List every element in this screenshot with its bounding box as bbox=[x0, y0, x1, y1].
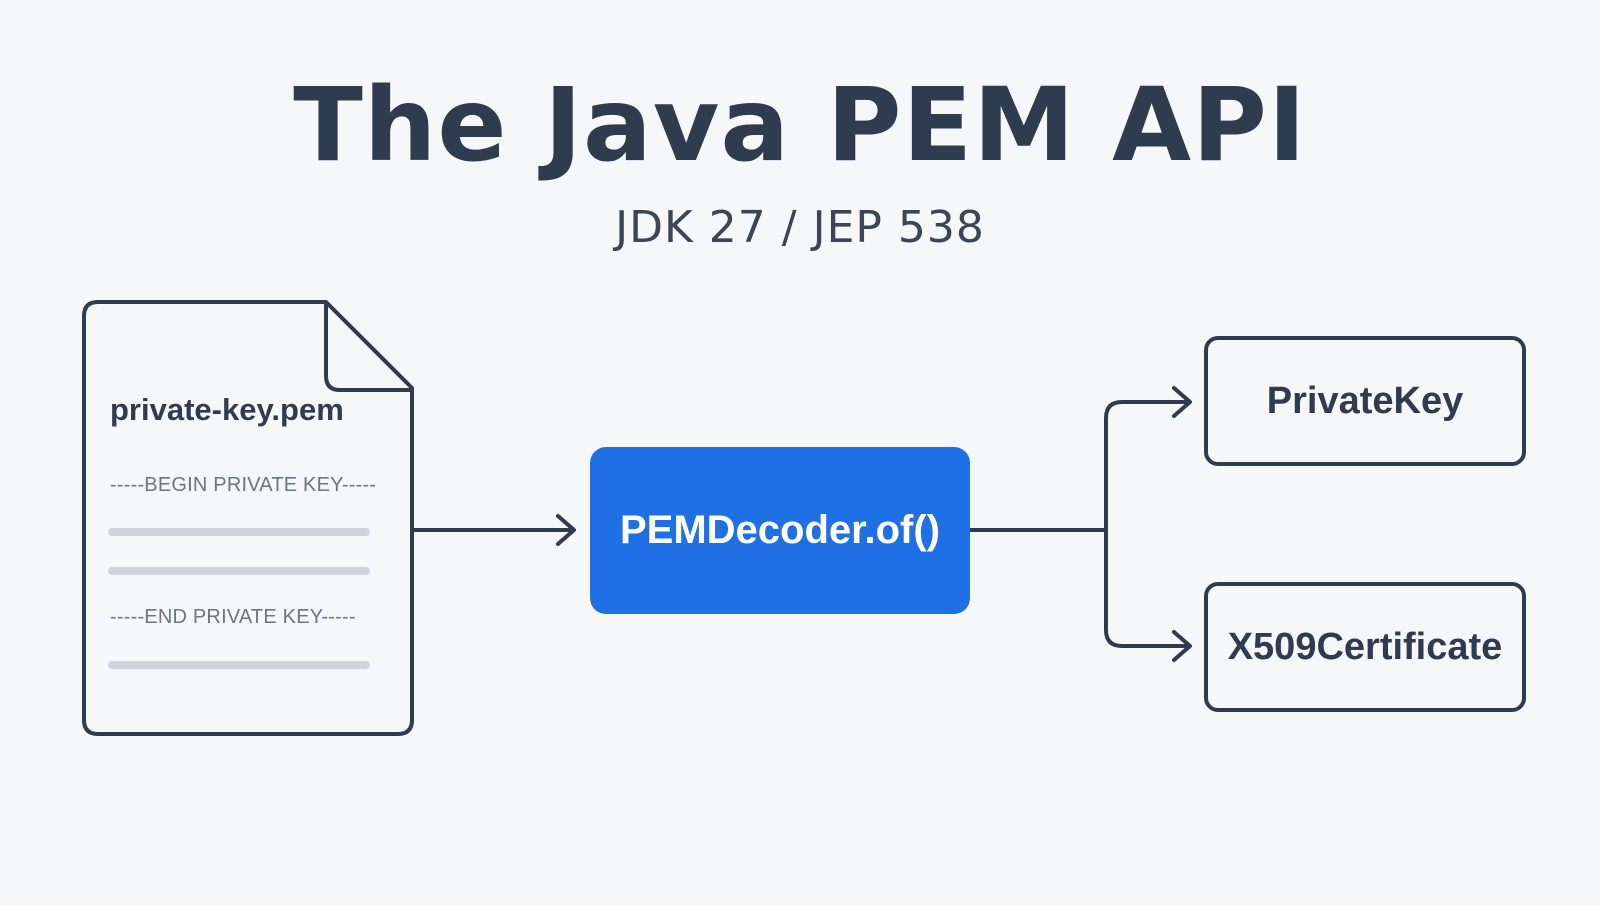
output-privatekey-label: PrivateKey bbox=[1266, 379, 1464, 422]
pem-file-name: private-key.pem bbox=[110, 392, 344, 427]
branch-to-x509 bbox=[1104, 530, 1188, 648]
arrowhead-icon bbox=[556, 514, 576, 546]
output-x509-box: X509Certificate bbox=[1204, 582, 1526, 712]
pem-file-fold bbox=[324, 302, 412, 392]
pem-file-icon bbox=[82, 300, 414, 736]
page-title: The Java PEM API bbox=[293, 66, 1307, 185]
branch-to-privatekey bbox=[1104, 400, 1188, 530]
arrowhead-icon bbox=[1172, 386, 1192, 418]
pem-end-marker: -----END PRIVATE KEY----- bbox=[110, 606, 356, 628]
pem-begin-marker: -----BEGIN PRIVATE KEY----- bbox=[110, 474, 377, 496]
arrowhead-icon bbox=[1172, 630, 1192, 662]
pem-decoder-label: PEMDecoder.of() bbox=[619, 508, 941, 552]
output-x509-label: X509Certificate bbox=[1227, 625, 1503, 668]
page-subtitle: JDK 27 / JEP 538 bbox=[615, 202, 985, 253]
pem-decoder-box: PEMDecoder.of() bbox=[590, 447, 970, 614]
output-privatekey-box: PrivateKey bbox=[1204, 336, 1526, 466]
